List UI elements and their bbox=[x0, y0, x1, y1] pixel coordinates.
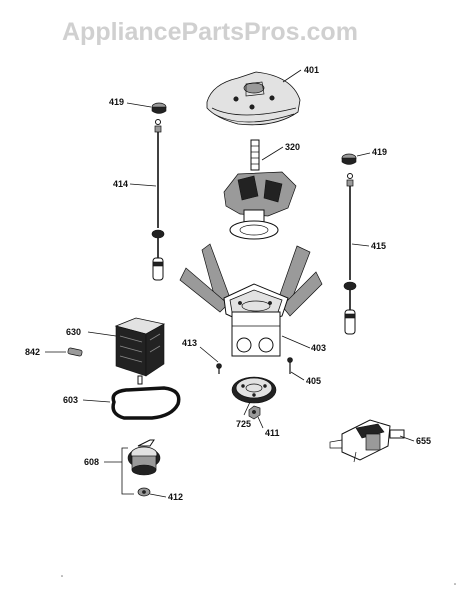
leader-411 bbox=[257, 416, 264, 429]
leader-419-right bbox=[356, 152, 371, 157]
part-630-motor bbox=[114, 317, 166, 385]
speck bbox=[454, 583, 456, 585]
callout-405: 405 bbox=[306, 376, 321, 386]
part-412-retainer bbox=[137, 487, 151, 497]
callout-725: 725 bbox=[236, 419, 251, 429]
part-608-clutch bbox=[127, 439, 161, 476]
leader-413 bbox=[199, 346, 219, 363]
callout-414: 414 bbox=[113, 179, 128, 189]
callout-419-right: 419 bbox=[372, 147, 387, 157]
callout-401: 401 bbox=[304, 65, 319, 75]
callout-412: 412 bbox=[168, 492, 183, 502]
callout-403: 403 bbox=[311, 343, 326, 353]
callout-603: 603 bbox=[63, 395, 78, 405]
part-603-drive-belt bbox=[111, 386, 181, 420]
part-403-support-base bbox=[179, 243, 323, 357]
part-413-screw bbox=[216, 363, 222, 374]
part-419-left-grommet bbox=[151, 102, 167, 114]
part-725-pulley bbox=[231, 376, 277, 404]
bracket-608 bbox=[121, 447, 134, 495]
leader-414 bbox=[129, 183, 157, 187]
leader-655 bbox=[399, 435, 415, 442]
leader-415 bbox=[351, 243, 370, 247]
callout-655: 655 bbox=[416, 436, 431, 446]
callout-411: 411 bbox=[265, 428, 280, 438]
part-419-right-grommet bbox=[341, 153, 357, 165]
part-405-bolt bbox=[287, 357, 293, 374]
part-414-suspension-rod bbox=[151, 119, 165, 281]
part-842-plug bbox=[67, 347, 83, 357]
leader-405 bbox=[290, 371, 305, 381]
leader-401 bbox=[282, 69, 302, 83]
part-401-cover bbox=[206, 71, 301, 126]
callout-608: 608 bbox=[84, 457, 99, 467]
speck bbox=[61, 575, 63, 577]
leader-630 bbox=[87, 331, 117, 337]
part-320-transmission bbox=[223, 139, 297, 240]
leader-419-left bbox=[126, 102, 152, 108]
leader-403 bbox=[281, 335, 311, 349]
callout-630: 630 bbox=[66, 327, 81, 337]
callout-419-left: 419 bbox=[109, 97, 124, 107]
callout-320: 320 bbox=[285, 142, 300, 152]
part-411-nut bbox=[248, 405, 261, 420]
watermark-text: AppliancePartsPros.com bbox=[62, 18, 358, 46]
callout-413: 413 bbox=[182, 338, 197, 348]
leader-603 bbox=[82, 399, 111, 403]
leader-725 bbox=[243, 401, 251, 416]
part-415-suspension-rod bbox=[343, 173, 357, 335]
leader-320 bbox=[261, 146, 284, 161]
leader-412 bbox=[149, 493, 167, 498]
part-655-pump bbox=[329, 419, 405, 463]
callout-842: 842 bbox=[25, 347, 40, 357]
callout-415: 415 bbox=[371, 241, 386, 251]
